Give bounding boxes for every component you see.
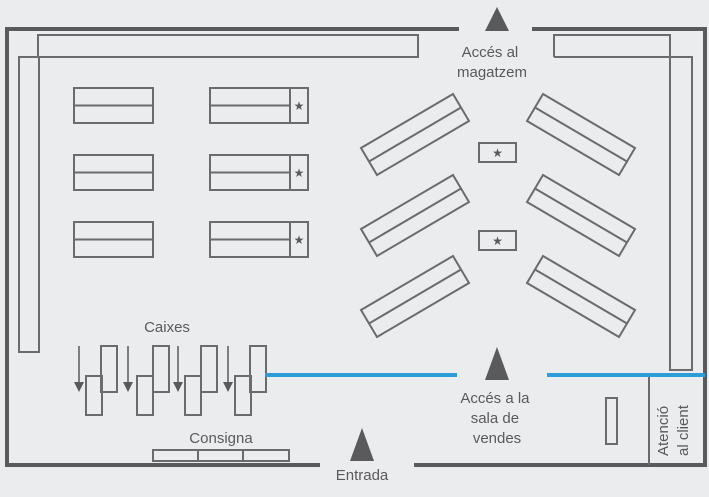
arrow-down-icon [223, 346, 233, 392]
star-icon: ★ [492, 234, 503, 248]
star-icon: ★ [294, 99, 305, 113]
perimeter-shelf-right [553, 34, 693, 371]
wall-right [414, 27, 707, 467]
arrow-down-icon [74, 346, 84, 392]
checkout-lane [123, 345, 170, 416]
center-displays: ★★ [478, 142, 517, 251]
checkout-lane [74, 345, 118, 416]
star-icon: ★ [492, 146, 503, 160]
display-stand: ★ [478, 230, 517, 251]
angled-shelf-left [359, 92, 471, 177]
arrow-down-icon [173, 346, 183, 392]
wall-left [5, 27, 459, 467]
angled-shelf-right [525, 173, 637, 258]
sales-floor-access-label: Accés a la sala de vendes [460, 390, 533, 447]
lockers [152, 449, 290, 462]
shelf-unit [73, 87, 154, 124]
shelf-unit [73, 221, 154, 258]
perimeter-shelf-left [18, 34, 419, 353]
shelf-unit-featured: ★ [209, 87, 309, 124]
shelves-angled [359, 92, 637, 339]
warehouse-access-label: Accés al magatzem [457, 44, 527, 81]
angled-shelf-left [359, 254, 471, 339]
shelf-unit-featured: ★ [209, 221, 309, 258]
service-counter [605, 397, 618, 445]
entrance-label: Entrada [336, 467, 389, 484]
shelf-unit [73, 154, 154, 191]
display-stand: ★ [478, 142, 517, 163]
shelves-straight: ★ ★ ★ [73, 87, 309, 258]
lockers-label: Consigna [189, 430, 253, 447]
arrow-down-icon [123, 346, 133, 392]
outer-walls [5, 27, 707, 467]
star-icon: ★ [294, 166, 305, 180]
checkout-lane [223, 345, 267, 416]
angled-shelf-right [525, 254, 637, 339]
warehouse-access-triangle-icon [485, 7, 509, 31]
checkouts [74, 345, 267, 416]
checkouts-label: Caixes [144, 319, 190, 336]
angled-shelf-left [359, 173, 471, 258]
entrance-triangle-icon [350, 428, 374, 461]
checkout-lane [173, 345, 218, 416]
customer-service-label: Atenció al client [655, 402, 692, 456]
angled-shelf-right [525, 92, 637, 177]
sales-access-triangle-icon [485, 347, 509, 380]
shelf-unit-featured: ★ [209, 154, 309, 191]
star-icon: ★ [294, 233, 305, 247]
